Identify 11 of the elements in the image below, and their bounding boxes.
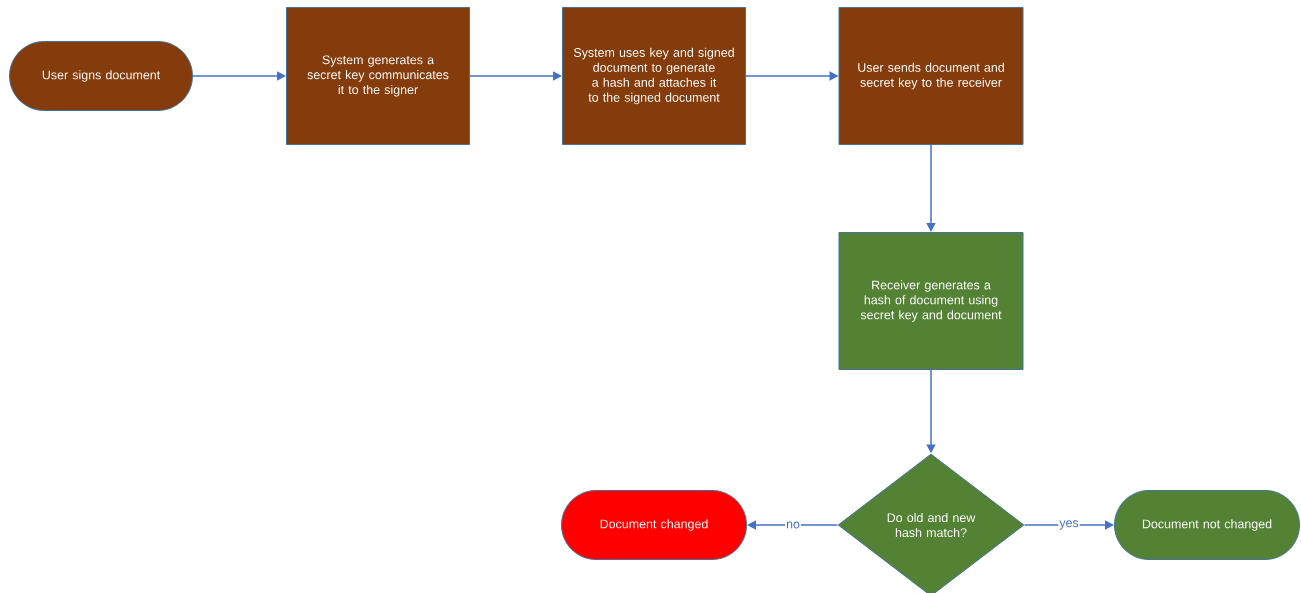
- edge-label: yes: [1058, 519, 1080, 531]
- process-box: User sends document and secret key to the receiver: [838, 7, 1024, 145]
- arrow: [747, 520, 839, 530]
- process-box: System generates a secret key communicates it to the signer: [286, 7, 470, 145]
- edge-label: no: [785, 520, 801, 530]
- process-box: Receiver generates a hash of document using secret key and document: [838, 232, 1024, 370]
- process-box: System uses key and signed document to generate a hash and attaches it to the signed document: [562, 7, 746, 145]
- arrow: [469, 71, 562, 81]
- arrow: [1023, 520, 1114, 530]
- arrow: [926, 144, 936, 232]
- arrow: [192, 71, 286, 81]
